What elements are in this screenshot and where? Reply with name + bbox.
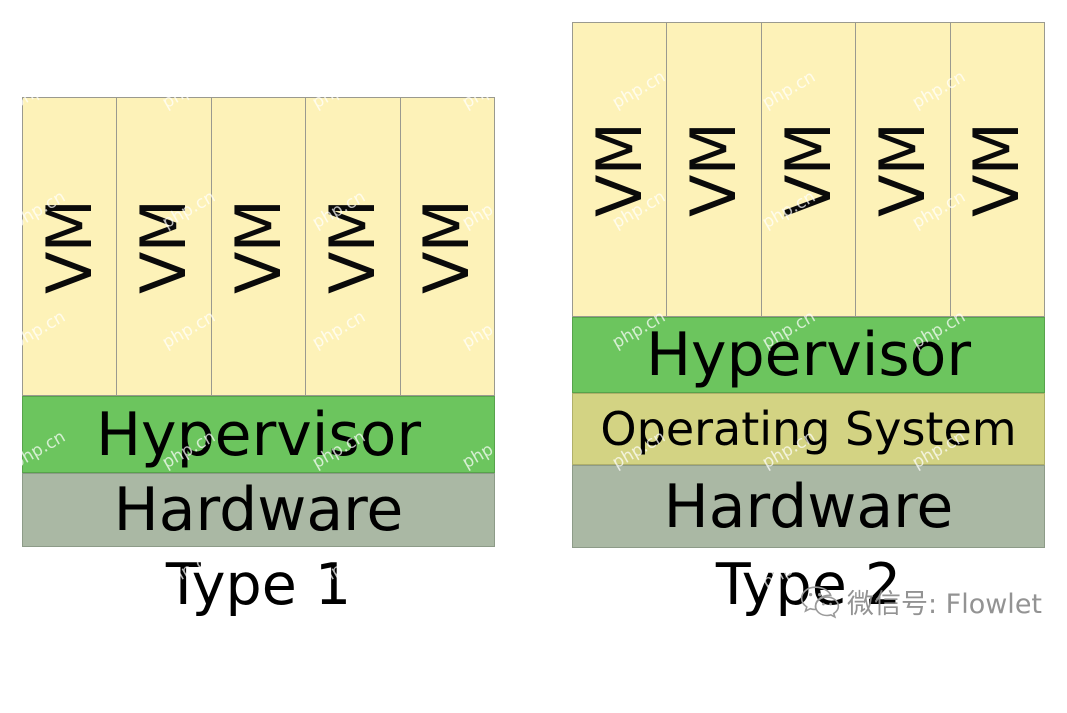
vm-row-type-2: VM VM VM VM VM <box>572 22 1046 317</box>
vm-label: VM <box>677 122 751 217</box>
watermark-tile: php.cn <box>158 666 220 713</box>
vm-label: VM <box>410 199 484 294</box>
vm-box: VM <box>855 22 951 317</box>
layer-label: Hypervisor <box>645 320 972 390</box>
layer-hypervisor: Hypervisor <box>22 396 495 473</box>
watermark-tile: php.cn <box>1058 426 1067 474</box>
vm-box: VM <box>760 22 857 317</box>
layer-operating-system: Operating System <box>572 393 1045 465</box>
vm-label: VM <box>127 199 201 294</box>
watermark-tile: php.cn <box>908 666 970 713</box>
vm-box: VM <box>22 97 118 396</box>
layer-label: Hardware <box>113 475 404 545</box>
layer-hypervisor: Hypervisor <box>572 317 1045 393</box>
vm-box: VM <box>666 22 762 317</box>
layer-label: Hardware <box>663 471 954 542</box>
vm-label: VM <box>865 122 939 217</box>
watermark-tile: php.cn <box>758 666 820 713</box>
watermark-tile: php.cn <box>458 666 520 713</box>
layer-label: Operating System <box>600 402 1017 456</box>
watermark-tile: php.cn <box>1058 306 1067 354</box>
panel-type-2: VM VM VM VM VM Hypervisor Operating Syst… <box>572 22 1046 548</box>
vm-box: VM <box>572 22 668 317</box>
layer-hardware: Hardware <box>572 465 1045 548</box>
vm-row-type-1: VM VM VM VM VM <box>22 97 496 396</box>
watermark-tile: php.cn <box>1058 666 1067 713</box>
vm-box: VM <box>210 97 307 396</box>
watermark-tile: php.cn <box>608 666 670 713</box>
vm-box: VM <box>305 97 401 396</box>
vm-label: VM <box>32 199 106 294</box>
vm-label: VM <box>582 122 656 217</box>
vm-box: VM <box>116 97 212 396</box>
caption-type-1: Type 1 <box>165 552 352 618</box>
vm-label: VM <box>315 199 389 294</box>
watermark-tile: php.cn <box>8 666 70 713</box>
vm-box: VM <box>949 22 1046 317</box>
vm-label: VM <box>221 199 295 294</box>
panel-type-1: VM VM VM VM VM Hypervisor Hardware <box>22 97 496 547</box>
watermark-tile: php.cn <box>1058 186 1067 234</box>
vm-label: VM <box>771 122 845 217</box>
vm-label: VM <box>960 122 1034 217</box>
layer-label: Hypervisor <box>95 399 422 470</box>
caption-type-2: Type 2 <box>715 552 902 618</box>
watermark-tile: php.cn <box>1058 546 1067 594</box>
watermark-tile: php.cn <box>1058 66 1067 114</box>
layer-hardware: Hardware <box>22 473 495 547</box>
watermark-tile: php.cn <box>308 666 370 713</box>
diagram-canvas: VM VM VM VM VM Hypervisor Hardware Type … <box>22 22 1067 620</box>
vm-box: VM <box>399 97 496 396</box>
